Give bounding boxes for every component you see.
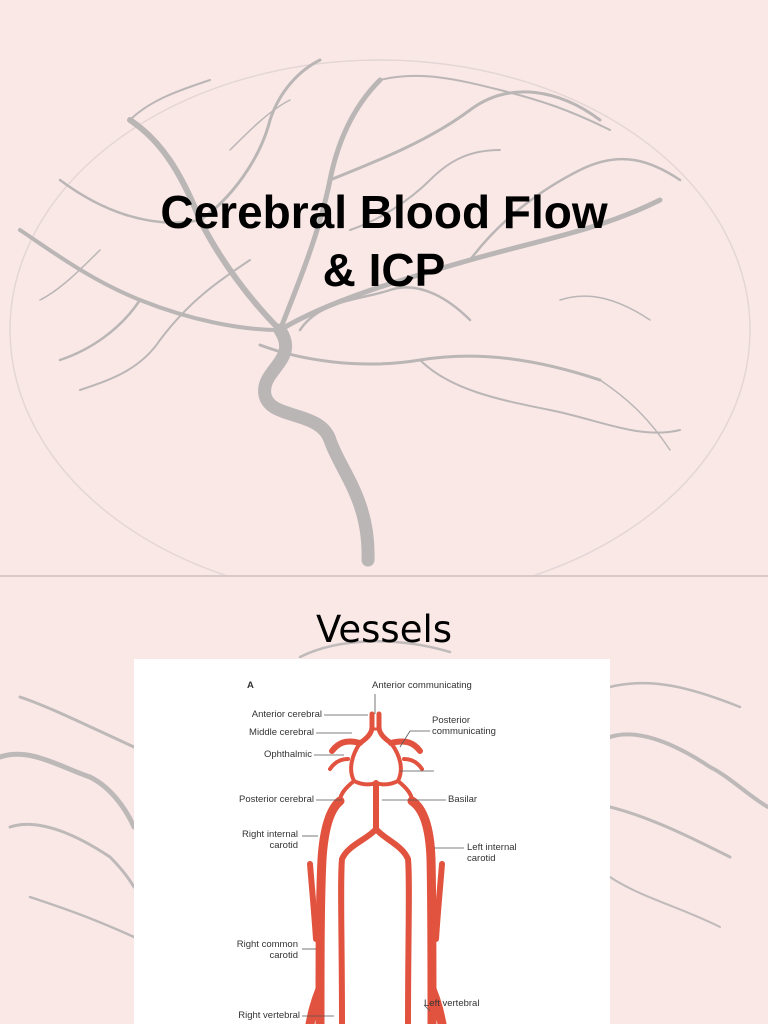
label-left-internal-carotid-2: carotid: [467, 853, 496, 864]
vessels-slide: Vessels: [0, 577, 768, 1024]
slide-title: Cerebral Blood Flow & ICP: [0, 183, 768, 299]
label-basilar: Basilar: [448, 794, 478, 805]
label-right-internal-carotid-2: carotid: [269, 840, 298, 851]
title-line-2: & ICP: [322, 244, 446, 296]
artery-diagram: [302, 694, 464, 1024]
label-posterior-communicating-2: communicating: [432, 726, 496, 737]
label-left-vertebral: Left vertebral: [424, 998, 480, 1009]
label-anterior-cerebral: Anterior cerebral: [251, 709, 322, 720]
label-right-common-carotid-1: Right common: [236, 939, 298, 950]
label-right-common-carotid-2: carotid: [269, 950, 298, 961]
title-slide: Cerebral Blood Flow & ICP: [0, 58, 768, 575]
angiogram-background-2: [0, 640, 768, 939]
label-middle-cerebral: Middle cerebral: [249, 727, 314, 738]
title-line-1: Cerebral Blood Flow: [160, 186, 608, 238]
label-ophthalmic: Ophthalmic: [263, 749, 312, 760]
label-posterior-cerebral: Posterior cerebral: [239, 794, 314, 805]
slide-title-vessels: Vessels: [315, 608, 453, 651]
circle-of-willis-diagram: A Anterior communicating Anterior cerebr…: [134, 659, 610, 1024]
slide-divider: [0, 575, 768, 577]
panel-letter: A: [247, 680, 254, 691]
angiogram-background: [9, 58, 751, 575]
label-right-internal-carotid-1: Right internal: [242, 829, 298, 840]
label-anterior-communicating: Anterior communicating: [372, 680, 472, 691]
label-posterior-communicating-1: Posterior: [432, 715, 471, 726]
label-right-vertebral: Right vertebral: [238, 1010, 300, 1021]
label-left-internal-carotid-1: Left internal: [467, 842, 517, 853]
